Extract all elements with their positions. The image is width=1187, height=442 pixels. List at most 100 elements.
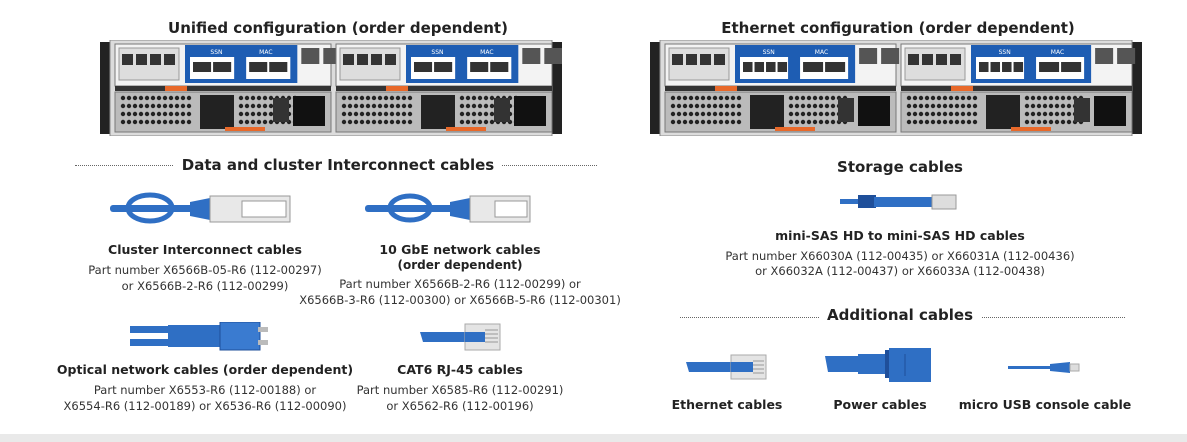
vent-hole (736, 119, 742, 125)
cat6-rj45-cable-image (420, 323, 501, 351)
release-latch (165, 86, 187, 91)
vent-hole (186, 103, 192, 109)
power-cable-image (825, 348, 931, 382)
vent-hole (168, 111, 174, 117)
vent-hole (670, 103, 676, 109)
vent-hole (930, 103, 936, 109)
psu-status-panel (986, 95, 1020, 129)
vent-hole (162, 119, 168, 125)
vent-hole (912, 95, 918, 101)
vent-hole (347, 95, 353, 101)
vent-hole (830, 95, 836, 101)
vent-hole (966, 95, 972, 101)
vent-hole (459, 119, 465, 125)
vent-hole (924, 119, 930, 125)
vent-hole (694, 95, 700, 101)
port (434, 62, 453, 72)
release-latch (951, 86, 973, 91)
vent-hole (694, 111, 700, 117)
vent-hole (144, 111, 150, 117)
mini-sas-hd-cable-image (840, 194, 957, 210)
vent-hole (1030, 119, 1036, 125)
vent-hole (150, 119, 156, 125)
vent-hole (1066, 111, 1072, 117)
vent-hole (730, 103, 736, 109)
vent-hole (489, 95, 495, 101)
port (470, 62, 489, 72)
vent-hole (806, 103, 812, 109)
power-switch (494, 98, 510, 122)
port (700, 54, 711, 65)
vent-hole (706, 111, 712, 117)
port (414, 62, 433, 72)
port (686, 54, 697, 65)
vent-hole (483, 119, 489, 125)
vent-hole (371, 95, 377, 101)
vent-hole (483, 111, 489, 117)
vent-hole (407, 111, 413, 117)
optical-part-line-2: X6554-R6 (112-00189) or X6536-R6 (112-00… (63, 399, 347, 413)
vent-hole (156, 111, 162, 117)
vent-hole (670, 95, 676, 101)
port (136, 54, 147, 65)
console-port (1117, 48, 1136, 64)
vent-hole (150, 103, 156, 109)
port (193, 62, 212, 72)
vent-hole (250, 95, 256, 101)
vent-hole (471, 103, 477, 109)
vent-hole (676, 111, 682, 117)
vent-hole (459, 103, 465, 109)
vent-hole (724, 119, 730, 125)
vent-hole (401, 103, 407, 109)
cat6-part-line-2: or X6562-R6 (112-00196) (386, 399, 534, 413)
vent-hole (168, 95, 174, 101)
vent-hole (918, 119, 924, 125)
psu-latch (446, 127, 486, 131)
vent-hole (144, 95, 150, 101)
vent-hole (186, 111, 192, 117)
vent-hole (960, 95, 966, 101)
vent-hole (918, 103, 924, 109)
vent-hole (186, 95, 192, 101)
vent-hole (1060, 103, 1066, 109)
vent-hole (256, 95, 262, 101)
vent-hole (806, 95, 812, 101)
vent-hole (670, 119, 676, 125)
controller-handle (115, 86, 331, 91)
vent-hole (676, 95, 682, 101)
vent-hole (936, 111, 942, 117)
vent-hole (718, 103, 724, 109)
port (777, 62, 788, 72)
additional-section-title: Additional cables (818, 306, 982, 324)
vent-hole (383, 119, 389, 125)
vent-hole (377, 95, 383, 101)
vent-hole (806, 111, 812, 117)
vent-hole (948, 95, 954, 101)
vent-hole (359, 95, 365, 101)
port (922, 54, 933, 65)
vent-hole (395, 119, 401, 125)
vent-hole (465, 95, 471, 101)
vent-hole (954, 119, 960, 125)
vent-hole (180, 119, 186, 125)
power-inlet (514, 96, 546, 126)
port (343, 54, 354, 65)
vent-hole (353, 95, 359, 101)
vent-hole (132, 111, 138, 117)
vent-hole (1066, 95, 1072, 101)
vent-hole (377, 111, 383, 117)
vent-hole (132, 119, 138, 125)
vent-hole (120, 103, 126, 109)
vent-hole (150, 95, 156, 101)
power-inlet (293, 96, 325, 126)
vent-hole (812, 95, 818, 101)
mac-label: MAC (480, 49, 493, 56)
vent-hole (244, 111, 250, 117)
power-cable-title: Power cables (833, 397, 927, 412)
10gbe-cable-subtitle: (order dependent) (397, 258, 523, 272)
optical-cable-title: Optical network cables (order dependent) (56, 362, 354, 377)
vent-hole (1048, 95, 1054, 101)
port (1061, 62, 1082, 72)
vent-hole (383, 111, 389, 117)
